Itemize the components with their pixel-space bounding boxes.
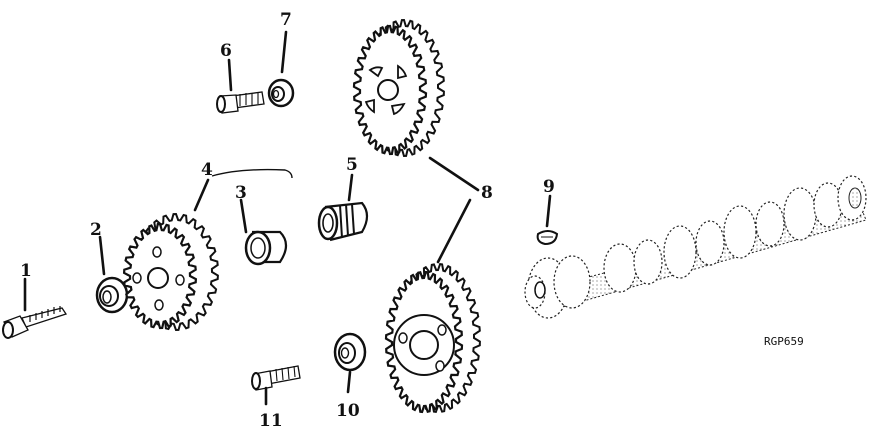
part-10-thrust-washer xyxy=(333,332,367,394)
callout-3: 3 xyxy=(235,183,247,203)
part-8-upper-gear xyxy=(352,18,445,158)
part-1-cap-screw xyxy=(2,277,68,339)
callout-4: 4 xyxy=(201,160,213,180)
figure-code: RGP659 xyxy=(764,335,804,348)
callout-2: 2 xyxy=(90,220,102,240)
callout-6: 6 xyxy=(220,41,232,61)
callout-11: 11 xyxy=(259,411,283,428)
callout-9: 9 xyxy=(543,177,555,197)
part-7-washer xyxy=(267,30,295,108)
part-8-leaders xyxy=(428,156,480,264)
part-8-lower-gear xyxy=(384,262,481,414)
part-6-cap-screw xyxy=(216,58,265,114)
part-3-bushing xyxy=(239,198,288,266)
part-9-key xyxy=(536,194,559,246)
callout-10: 10 xyxy=(336,401,360,421)
callout-8: 8 xyxy=(481,183,493,203)
callout-labels: 1 2 3 4 5 6 7 8 9 10 11 RGP659 xyxy=(20,10,804,428)
part-2-washer xyxy=(95,235,129,314)
camshaft xyxy=(524,175,867,319)
callout-7: 7 xyxy=(280,10,292,30)
part-5-spindle xyxy=(317,173,369,242)
part-4-idler-gear xyxy=(122,168,293,332)
callout-5: 5 xyxy=(346,155,358,175)
part-11-cap-screw xyxy=(251,365,301,406)
callout-1: 1 xyxy=(20,261,32,281)
